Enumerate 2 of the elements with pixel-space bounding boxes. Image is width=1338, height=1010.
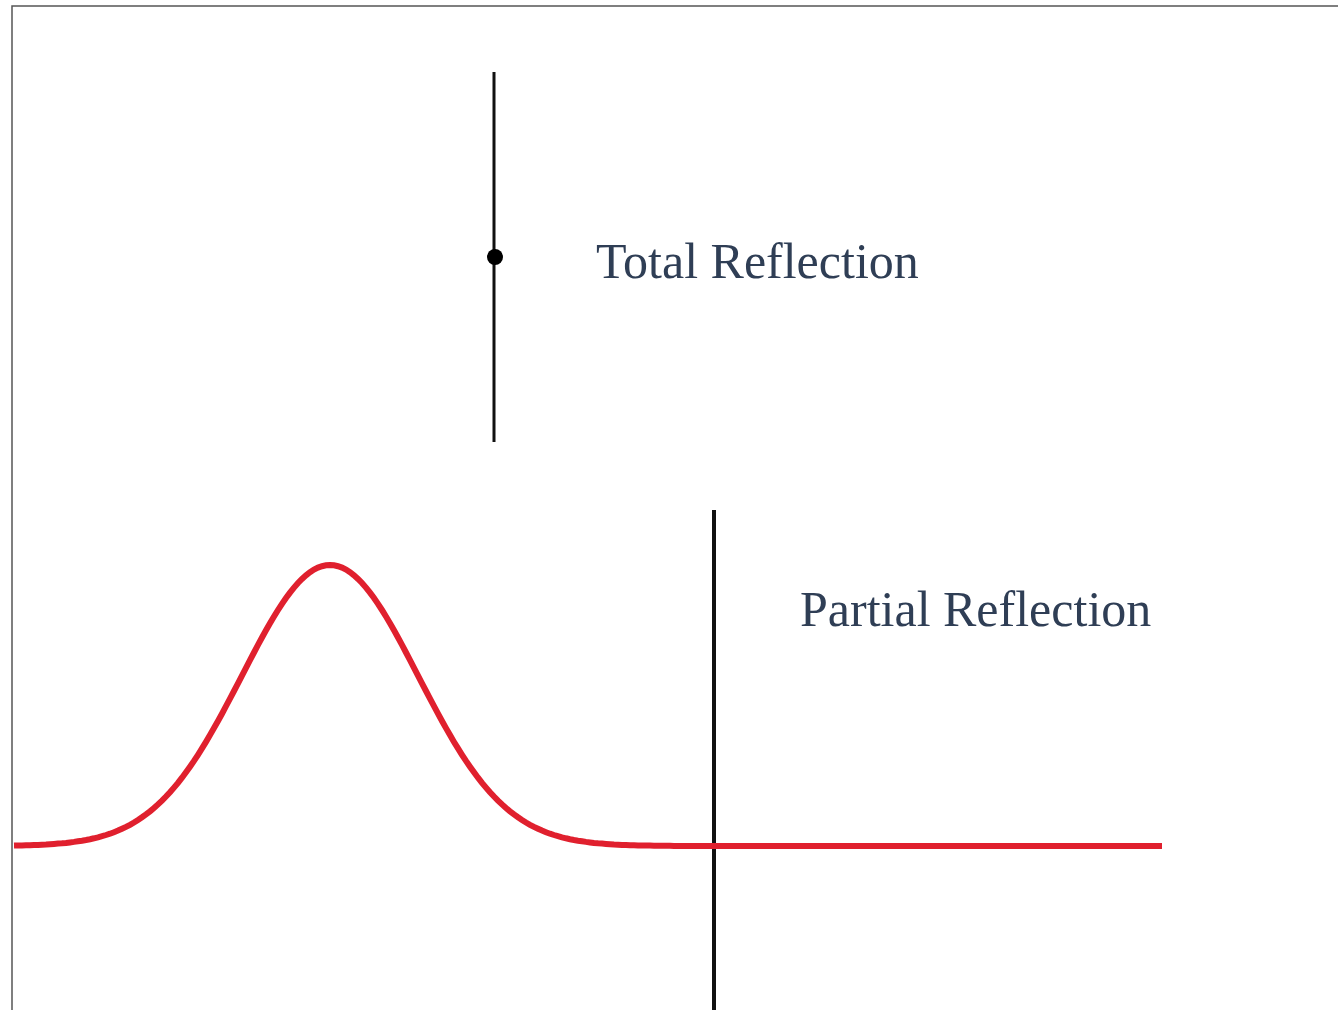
reflection-label: Partial Reflection xyxy=(800,584,1152,634)
reflection-label: Total Reflection xyxy=(596,236,919,286)
